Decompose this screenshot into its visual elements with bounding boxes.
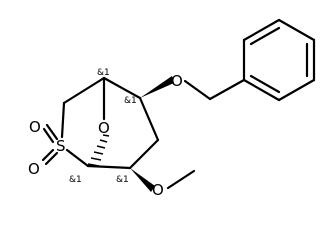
bond-ch2-to-bridgehead-top bbox=[62, 76, 106, 105]
wedge-bond-to-methoxy-oxygen bbox=[130, 168, 155, 192]
double-bond-s-o-bottom bbox=[41, 148, 59, 166]
bond-sulfur-to-bridgehead-bottom bbox=[65, 148, 90, 168]
atom-label-methoxy-oxygen: O bbox=[152, 181, 164, 199]
atom-label-bridge-oxygen: O bbox=[98, 119, 110, 137]
bond-methoxy-oxygen-to-methyl bbox=[166, 169, 196, 190]
atom-label-sulfur: S bbox=[56, 137, 66, 155]
bond-ch2-to-phenyl bbox=[208, 78, 246, 101]
stereo-label-methoxy-carbon: &1 bbox=[116, 175, 129, 185]
double-bond-s-o-top bbox=[42, 123, 59, 144]
molecule-structure-diagram: S O O O O O &1 &1 &1 &1 bbox=[28, 18, 316, 199]
atom-label-sulfonyl-oxygen-top: O bbox=[29, 118, 41, 136]
bond-c-benzyloxy-to-bridgehead-top bbox=[102, 76, 142, 100]
bond-benzyloxy-oxygen-to-ch2 bbox=[183, 79, 212, 101]
wedge-bond-to-benzyloxy-oxygen bbox=[140, 76, 174, 98]
atom-label-benzyloxy-oxygen: O bbox=[171, 72, 183, 90]
stereo-label-bridgehead-top: &1 bbox=[97, 68, 110, 78]
hashed-bond-bridge-oxygen-to-bridgehead-bottom bbox=[87, 134, 110, 167]
phenyl-ring bbox=[242, 18, 316, 102]
bond-ch2-to-sulfur bbox=[60, 101, 66, 139]
bond-ch2-ring-to-c-benzyloxy bbox=[138, 96, 160, 142]
bond-bridgehead-bottom-to-c-methoxy bbox=[86, 164, 132, 170]
stereo-label-bridgehead-bottom: &1 bbox=[69, 175, 82, 185]
atom-label-sulfonyl-oxygen-bottom: O bbox=[28, 160, 40, 178]
bond-c-methoxy-to-ch2-ring bbox=[128, 138, 160, 170]
stereo-label-benzyloxy-carbon: &1 bbox=[124, 96, 137, 106]
